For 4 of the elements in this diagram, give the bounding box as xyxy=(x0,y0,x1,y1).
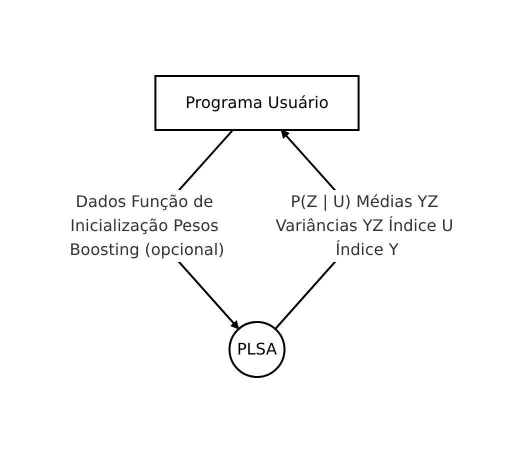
edge-label: Dados Função de Inicialização Pesos Boosting (opcional) xyxy=(70,192,224,260)
edge-label: P(Z | U) Médias YZ Variâncias YZ Índice U Índice Y xyxy=(276,192,454,260)
node-box: Programa Usuário xyxy=(154,75,360,132)
node-circle: PLSA xyxy=(228,321,286,378)
